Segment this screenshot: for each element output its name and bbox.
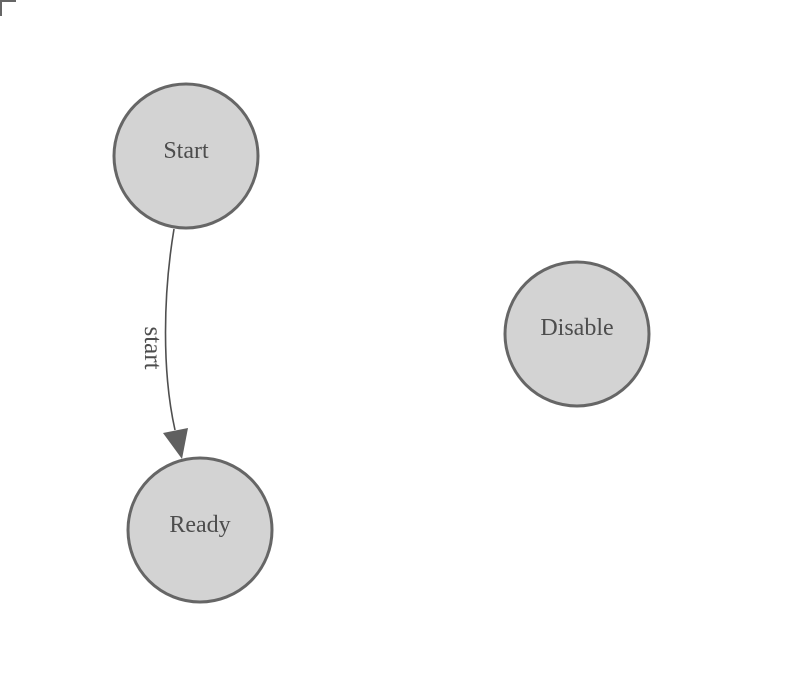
node-ready[interactable]: Ready <box>126 456 274 604</box>
node-ready-label: Ready <box>169 512 230 538</box>
node-disable-label: Disable <box>540 315 613 341</box>
node-start-circle[interactable] <box>112 82 260 230</box>
edge-arrowhead-icon <box>163 428 188 459</box>
node-start-label: Start <box>163 138 209 164</box>
node-disable-circle[interactable] <box>503 260 651 408</box>
node-ready-circle[interactable] <box>126 456 274 604</box>
canvas-corner-mark <box>0 0 16 16</box>
edge-start-to-ready: start <box>139 228 188 459</box>
node-start[interactable]: Start <box>112 82 260 230</box>
edge-path <box>164 228 176 431</box>
edge-label: start <box>139 326 166 369</box>
node-disable[interactable]: Disable <box>503 260 651 408</box>
